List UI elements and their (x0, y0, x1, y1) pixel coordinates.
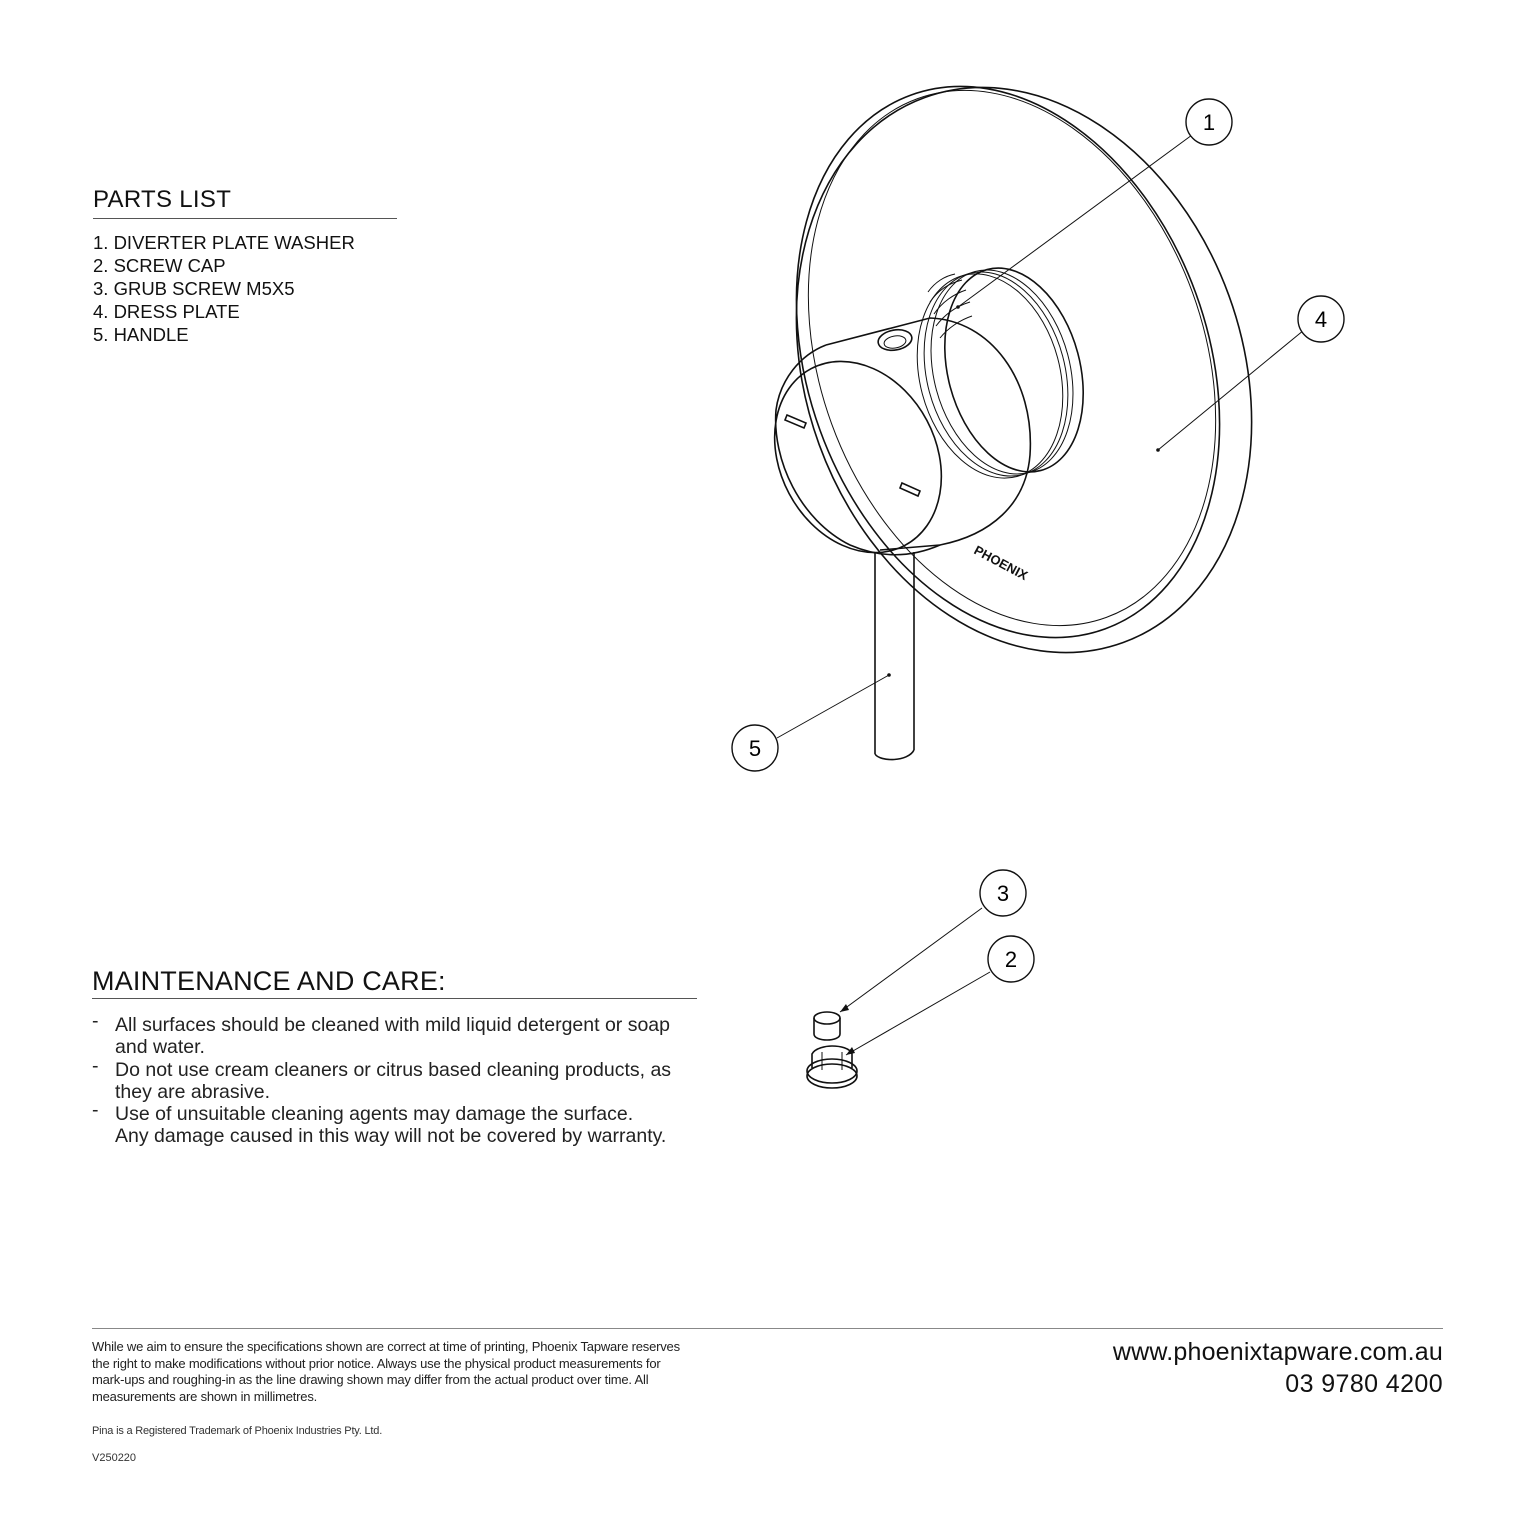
parts-list-item: 5. HANDLE (93, 324, 189, 345)
callout-leaders (776, 134, 1305, 1056)
dress-plate (795, 85, 1253, 654)
footer-divider (92, 1328, 1443, 1329)
maintenance-item: -Do not use cream cleaners or citrus bas… (92, 1055, 712, 1104)
phone-number: 03 9780 4200 (1285, 1370, 1443, 1398)
callout-4: 4 (1297, 295, 1345, 343)
callout-1: 1 (1185, 98, 1233, 146)
website-link[interactable]: www.phoenixtapware.com.au (1112, 1338, 1443, 1366)
maintenance-divider (92, 998, 697, 999)
grub-screw (813, 1011, 841, 1041)
maintenance-item-text: Use of unsuitable cleaning agents may da… (115, 1103, 667, 1148)
brand-mark: PHOENIX (972, 542, 1031, 583)
trademark-notice: Pina is a Registered Trademark of Phoeni… (92, 1425, 383, 1437)
dash-bullet: - (92, 1054, 99, 1077)
parts-list-item: 2. SCREW CAP (93, 255, 226, 276)
callout-5: 5 (731, 724, 779, 772)
parts-list-item: 4. DRESS PLATE (93, 301, 240, 322)
callout-2: 2 (987, 935, 1035, 983)
callout-number: 5 (749, 736, 761, 761)
parts-list-title: PARTS LIST (93, 186, 232, 213)
dash-bullet: - (92, 1010, 99, 1032)
diverter-plate-washer (927, 273, 973, 339)
maintenance-list: -All surfaces should be cleaned with mil… (92, 1010, 712, 1148)
maintenance-item: -All surfaces should be cleaned with mil… (92, 1010, 712, 1059)
callout-number: 1 (1203, 110, 1215, 135)
callout-number: 4 (1315, 307, 1327, 332)
maintenance-item-text: All surfaces should be cleaned with mild… (115, 1014, 670, 1059)
callout-number: 2 (1005, 947, 1017, 972)
disclaimer-text: While we aim to ensure the specification… (92, 1339, 680, 1404)
parts-list-item: 1. DIVERTER PLATE WASHER (93, 232, 355, 253)
parts-list-item: 3. GRUB SCREW M5X5 (93, 278, 295, 299)
parts-list-divider (93, 218, 397, 219)
maintenance-title: MAINTENANCE AND CARE: (92, 966, 446, 996)
dash-bullet: - (92, 1099, 99, 1122)
handle (773, 317, 1032, 761)
maintenance-item: -Use of unsuitable cleaning agents may d… (92, 1099, 712, 1148)
callout-3: 3 (979, 869, 1027, 917)
screw-cap (806, 1045, 858, 1089)
maintenance-item-text: Do not use cream cleaners or citrus base… (115, 1058, 672, 1103)
parts-list: 1. DIVERTER PLATE WASHER 2. SCREW CAP 3.… (93, 231, 355, 346)
version-code: V250220 (92, 1452, 137, 1464)
callout-number: 3 (997, 881, 1009, 906)
